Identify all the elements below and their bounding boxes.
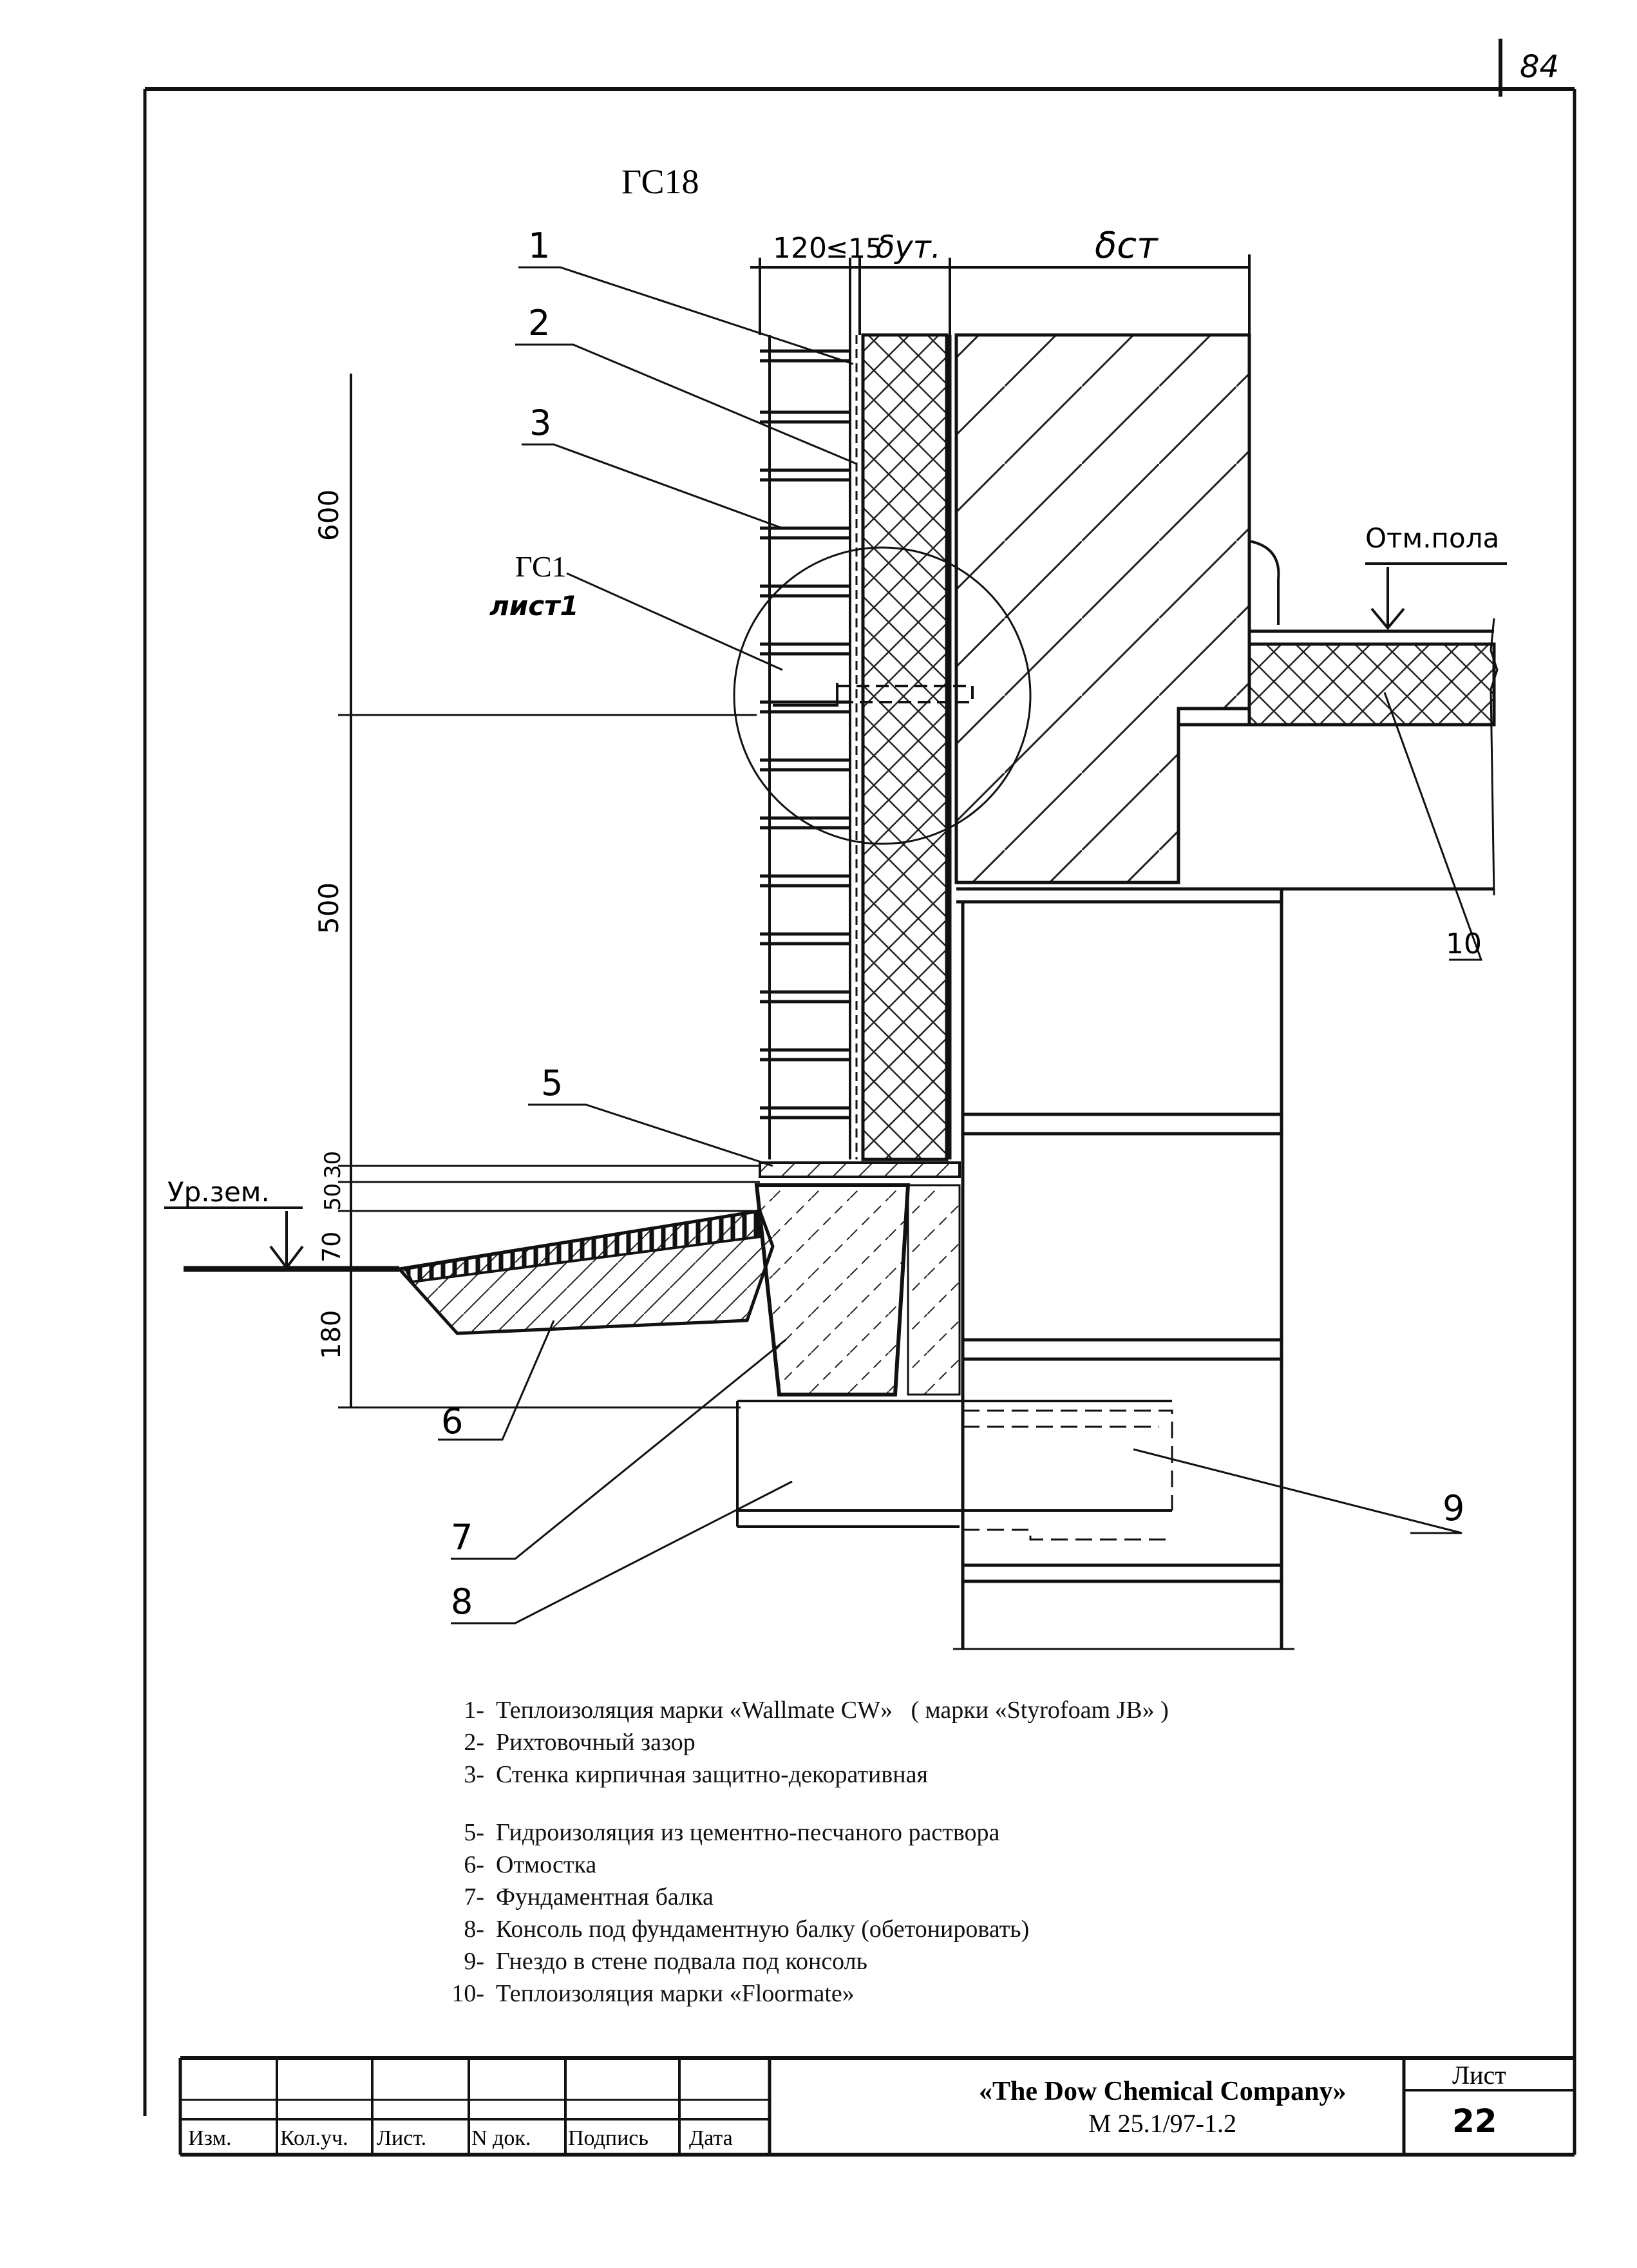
legend-item-10: 10-Теплоизоляция марки «Floormate» [451, 1980, 855, 2007]
callout-sheet: лист1 [489, 590, 579, 622]
tb-sheet-number: 22 [1452, 2102, 1497, 2140]
console-niche [963, 1409, 1173, 1541]
legend-item-5: 5-Гидроизоляция из цементно-песчаного ра… [464, 1819, 1000, 1846]
tb-company: «The Dow Chemical Company» [979, 2077, 1347, 2106]
wall-tie [773, 683, 974, 707]
marker-1: 1 [528, 225, 550, 266]
ground-level-marker [164, 1206, 304, 1270]
legend-item-1: 1-Теплоизоляция марки «Wallmate CW» ( ма… [464, 1697, 1169, 1724]
dim-70: 70 [317, 1232, 346, 1263]
marker-9: 9 [1443, 1488, 1464, 1529]
foundation-beam [754, 1183, 911, 1396]
legend-spacer [444, 1791, 1169, 1816]
marker-5: 5 [541, 1063, 563, 1103]
page-number: 84 [1520, 49, 1559, 85]
tb-col-list: Лист. [377, 2126, 426, 2150]
legend-item-8: 8-Консоль под фундаментную балку (обетон… [464, 1916, 1030, 1943]
tb-sheet-label: Лист [1452, 2061, 1506, 2090]
structural-wall [954, 333, 1280, 884]
detail-circle [733, 546, 1032, 845]
callout-ref: ГС1 [515, 550, 567, 583]
tb-col-kolych: Кол.уч. [280, 2126, 348, 2150]
legend-item-3: 3-Стенка кирпичная защитно-декоративная [464, 1761, 928, 1788]
dim-insulation: δут. [876, 229, 941, 265]
marker-3: 3 [529, 403, 551, 443]
legend: 1-Теплоизоляция марки «Wallmate CW» ( ма… [444, 1694, 1169, 2010]
blind-area [396, 1209, 775, 1335]
marker-2: 2 [528, 303, 550, 343]
waterproofing-strip [759, 1161, 961, 1178]
floor-level-label: Отм.пола [1365, 522, 1499, 554]
tb-col-data: Дата [689, 2126, 733, 2150]
dim-50: 50 [320, 1183, 346, 1211]
ground-level-label: Ур.зем. [167, 1176, 270, 1208]
leader-lines [438, 266, 1483, 1625]
dim-upper-height: 600 [313, 490, 345, 541]
tb-col-podpis: Подпись [568, 2126, 648, 2150]
dim-30: 30 [320, 1151, 346, 1179]
legend-item-7: 7-Фундаментная балка [464, 1883, 714, 1911]
drawing-code: ГС18 [621, 162, 699, 201]
basement-wall [953, 887, 1294, 1650]
marker-7: 7 [451, 1517, 473, 1558]
marker-8: 8 [451, 1581, 473, 1622]
sheet-frame [143, 39, 1576, 2155]
legend-item-9: 9-Гнездо в стене подвала под консоль [464, 1948, 867, 1975]
vertical-dimension [338, 374, 760, 1409]
dim-wall: δст [1095, 225, 1159, 267]
brick-wall [760, 335, 851, 1159]
tb-doc-code: М 25.1/97-1.2 [1088, 2109, 1236, 2138]
marker-6: 6 [441, 1401, 463, 1442]
dim-mid-height: 500 [313, 882, 345, 934]
dim-gap: ≤15 [826, 233, 883, 264]
floor-slab [1178, 618, 1499, 896]
console [736, 1400, 1172, 1528]
tb-col-izm: Изм. [188, 2126, 232, 2150]
wall-insulation [861, 333, 949, 1161]
legend-item-6: 6-Отмостка [464, 1851, 597, 1878]
dim-180: 180 [317, 1310, 346, 1359]
legend-item-2: 2-Рихтовочный зазор [464, 1729, 695, 1756]
horizontal-dimension [750, 254, 1251, 335]
title-block-frame [178, 2056, 1575, 2157]
foundation-beam-rear [907, 1184, 961, 1396]
marker-10: 10 [1446, 928, 1482, 960]
tb-col-ndok: N док. [471, 2126, 531, 2150]
dim-brick: 120 [773, 232, 827, 265]
floor-level-marker [1365, 562, 1507, 631]
